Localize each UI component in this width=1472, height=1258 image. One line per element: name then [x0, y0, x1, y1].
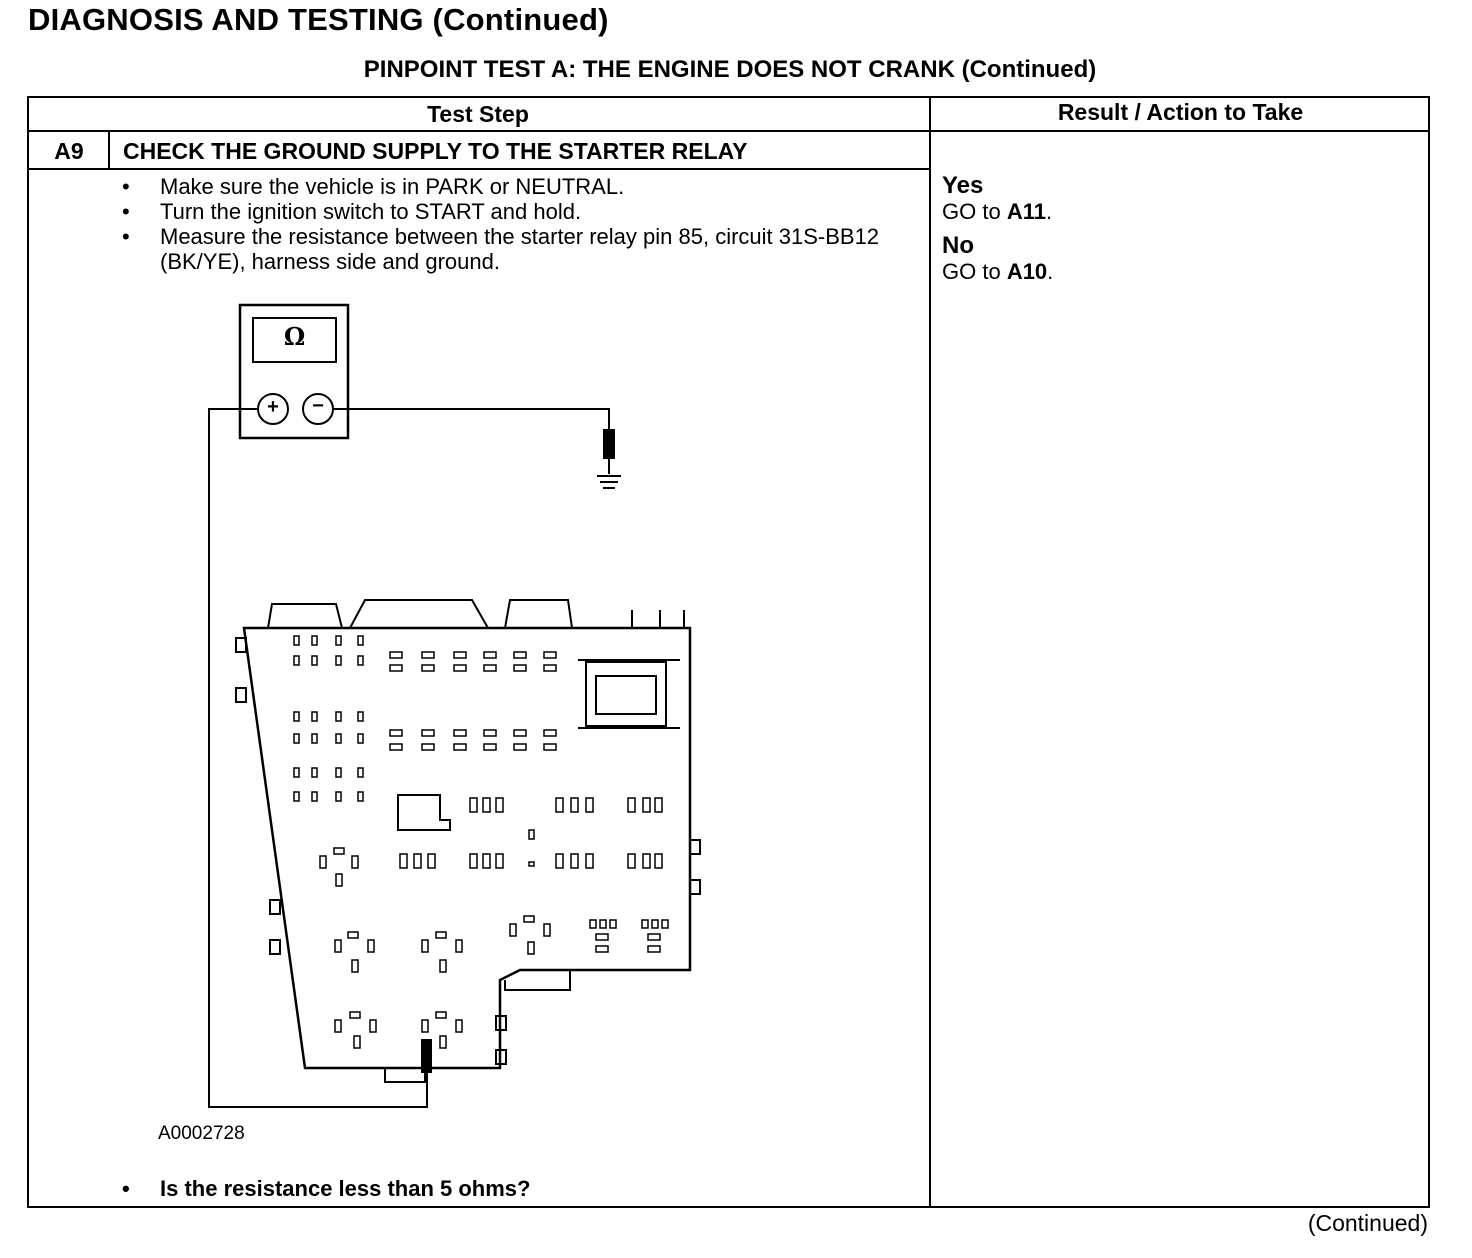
step-title-divider: [27, 168, 929, 170]
test-question: Is the resistance less than 5 ohms?: [118, 1176, 530, 1202]
header-test-step: Test Step: [427, 101, 529, 127]
ground-probe-icon: [597, 429, 621, 489]
result-no-label: No: [942, 232, 974, 259]
result-no-target[interactable]: A10: [1006, 259, 1048, 284]
test-lead-wire: [208, 408, 610, 1108]
result-yes-action: GO to A11.: [942, 199, 1053, 224]
relay-socket-group: [319, 797, 669, 1049]
meter-plus-terminal: +: [267, 396, 279, 418]
figure-id: A0002728: [158, 1123, 245, 1144]
fuse-box-icon: [235, 599, 701, 1083]
meter-minus-terminal: −: [312, 395, 324, 417]
instruction-item: Measure the resistance between the start…: [118, 224, 908, 274]
header-result-action: Result / Action to Take: [1057, 99, 1304, 125]
instruction-item: Turn the ignition switch to START and ho…: [118, 199, 908, 224]
header-divider: [27, 130, 1430, 132]
result-no-action: GO to A10.: [942, 259, 1054, 284]
multimeter-icon: [238, 303, 350, 440]
result-yes-label: Yes: [942, 172, 984, 199]
fuse-slot-group: [293, 635, 364, 802]
step-id-divider: [108, 130, 110, 168]
result-yes-target[interactable]: A11: [1006, 199, 1046, 224]
test-table: [27, 96, 1430, 1208]
fuse-slot-group: [389, 651, 557, 751]
column-divider: [929, 96, 931, 1208]
relay-probe-icon: [421, 1039, 432, 1073]
pinpoint-test-title: PINPOINT TEST A: THE ENGINE DOES NOT CRA…: [363, 56, 1097, 83]
step-title: CHECK THE GROUND SUPPLY TO THE STARTER R…: [123, 138, 748, 164]
section-title: DIAGNOSIS AND TESTING (Continued): [28, 2, 609, 37]
fuse-slots: [293, 635, 669, 1049]
instruction-item: Make sure the vehicle is in PARK or NEUT…: [118, 174, 908, 199]
instruction-list: Make sure the vehicle is in PARK or NEUT…: [118, 174, 908, 274]
ohm-symbol: Ω: [283, 322, 306, 351]
step-id: A9: [54, 138, 84, 164]
continued-label: (Continued): [1307, 1210, 1428, 1236]
